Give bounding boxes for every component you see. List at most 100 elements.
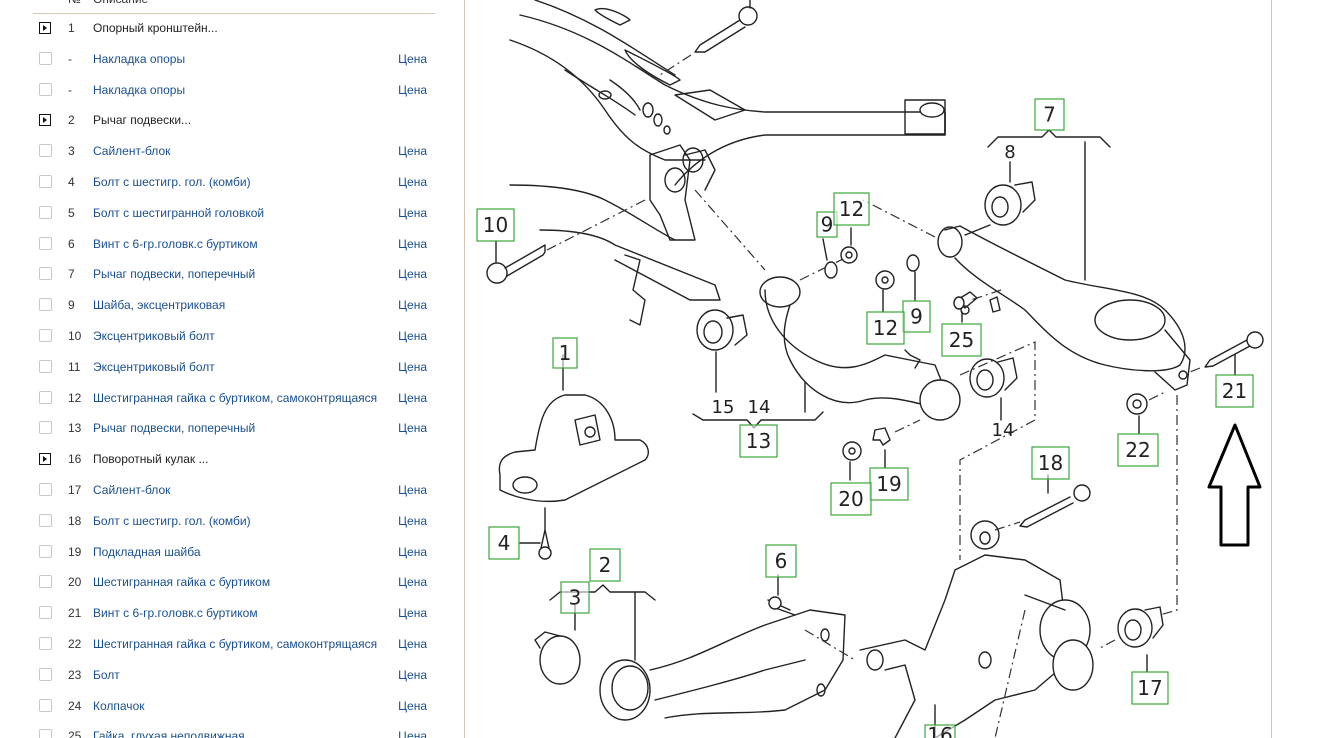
- callout-box[interactable]: [869, 467, 909, 501]
- price-link[interactable]: Цена: [398, 482, 427, 497]
- price-link[interactable]: Цена: [398, 205, 427, 220]
- callout-box[interactable]: [924, 724, 956, 738]
- expand-icon[interactable]: [39, 114, 51, 127]
- callout-number[interactable]: 13: [746, 429, 771, 453]
- part-description-link[interactable]: Рычаг подвески, поперечный: [93, 421, 256, 436]
- part-description-link[interactable]: Накладка опоры: [93, 51, 186, 66]
- expand-icon[interactable]: [39, 22, 51, 34]
- callout-box[interactable]: [1215, 374, 1254, 408]
- price-link[interactable]: Цена: [398, 421, 427, 436]
- part-description-link[interactable]: Накладка опоры: [93, 82, 186, 97]
- callout-25[interactable]: 25: [941, 323, 982, 357]
- part-checkbox[interactable]: [39, 174, 52, 188]
- callout-3[interactable]: 3: [560, 581, 590, 614]
- callout-box[interactable]: [560, 581, 590, 614]
- callout-box[interactable]: [833, 192, 870, 226]
- part-checkbox[interactable]: [39, 636, 52, 650]
- part-description-link[interactable]: Винт с 6-гр.головк.с буртиком: [93, 606, 258, 621]
- callout-box[interactable]: [866, 311, 905, 345]
- part-checkbox[interactable]: [39, 267, 52, 281]
- part-checkbox[interactable]: [39, 729, 52, 738]
- callout-box[interactable]: [1117, 433, 1159, 467]
- callout-number[interactable]: 9: [821, 213, 834, 237]
- part-checkbox[interactable]: [39, 482, 52, 496]
- price-link[interactable]: Цена: [398, 667, 427, 682]
- part-description-link[interactable]: Болт с шестигранной головкой: [93, 205, 265, 220]
- callout-box[interactable]: [1131, 671, 1169, 705]
- part-checkbox[interactable]: [39, 51, 52, 65]
- callout-number[interactable]: 7: [1043, 103, 1056, 127]
- price-link[interactable]: Цена: [398, 575, 427, 590]
- callout-box[interactable]: [941, 323, 982, 357]
- callout-4[interactable]: 4: [488, 526, 520, 560]
- price-link[interactable]: Цена: [398, 390, 427, 405]
- callout-number[interactable]: 19: [876, 472, 901, 496]
- part-description-link[interactable]: Сайлент-блок: [93, 482, 171, 497]
- callout-number[interactable]: 2: [599, 553, 612, 577]
- callout-12[interactable]: 12: [833, 192, 870, 226]
- callout-6[interactable]: 6: [765, 544, 797, 578]
- callout-box[interactable]: [765, 544, 797, 578]
- callout-22[interactable]: 22: [1117, 433, 1159, 467]
- callout-number[interactable]: 12: [839, 197, 864, 221]
- part-description-link[interactable]: Рычаг подвески...: [93, 113, 192, 128]
- callout-box[interactable]: [476, 208, 515, 242]
- callout-box[interactable]: [902, 300, 931, 333]
- callout-number[interactable]: 9: [910, 305, 923, 329]
- price-link[interactable]: Цена: [398, 729, 427, 738]
- price-link[interactable]: Цена: [398, 606, 427, 621]
- price-link[interactable]: Цена: [398, 544, 427, 559]
- callout-number[interactable]: 22: [1125, 438, 1150, 462]
- callout-number[interactable]: 16: [927, 723, 952, 738]
- part-checkbox[interactable]: [39, 513, 52, 527]
- part-checkbox[interactable]: [39, 544, 52, 558]
- part-description-link[interactable]: Эксцентриковый болт: [93, 328, 215, 343]
- price-link[interactable]: Цена: [398, 698, 427, 713]
- callout-number[interactable]: 10: [483, 213, 508, 237]
- part-checkbox[interactable]: [39, 82, 52, 96]
- part-description-link[interactable]: Болт с шестигр. гол. (комби): [93, 174, 251, 189]
- callout-19[interactable]: 19: [869, 467, 909, 501]
- part-description-link[interactable]: Эксцентриковый болт: [93, 359, 215, 374]
- part-description-link[interactable]: Поворотный кулак ...: [93, 452, 209, 467]
- price-link[interactable]: Цена: [398, 174, 427, 189]
- price-link[interactable]: Цена: [398, 144, 427, 159]
- callout-20[interactable]: 20: [830, 482, 872, 516]
- price-link[interactable]: Цена: [398, 636, 427, 651]
- callout-18[interactable]: 18: [1031, 446, 1070, 480]
- price-link[interactable]: Цена: [398, 51, 427, 66]
- callout-box[interactable]: [589, 548, 621, 582]
- part-description-link[interactable]: Болт: [93, 667, 120, 682]
- part-description-link[interactable]: Гайка, глухая неподвижная: [93, 729, 245, 738]
- expand-icon[interactable]: [39, 453, 51, 466]
- part-description-link[interactable]: Шестигранная гайка с буртиком: [93, 575, 271, 590]
- callout-box[interactable]: [552, 337, 578, 369]
- callout-number[interactable]: 17: [1137, 676, 1162, 700]
- price-link[interactable]: Цена: [398, 328, 427, 343]
- part-checkbox[interactable]: [39, 144, 52, 158]
- callout-9[interactable]: 9: [902, 300, 931, 333]
- part-checkbox[interactable]: [39, 236, 52, 250]
- part-checkbox[interactable]: [39, 205, 52, 219]
- callout-number[interactable]: 25: [949, 328, 974, 352]
- part-checkbox[interactable]: [39, 575, 52, 589]
- callout-box[interactable]: [739, 424, 778, 458]
- callout-number[interactable]: 12: [873, 316, 898, 340]
- price-link[interactable]: Цена: [398, 267, 427, 282]
